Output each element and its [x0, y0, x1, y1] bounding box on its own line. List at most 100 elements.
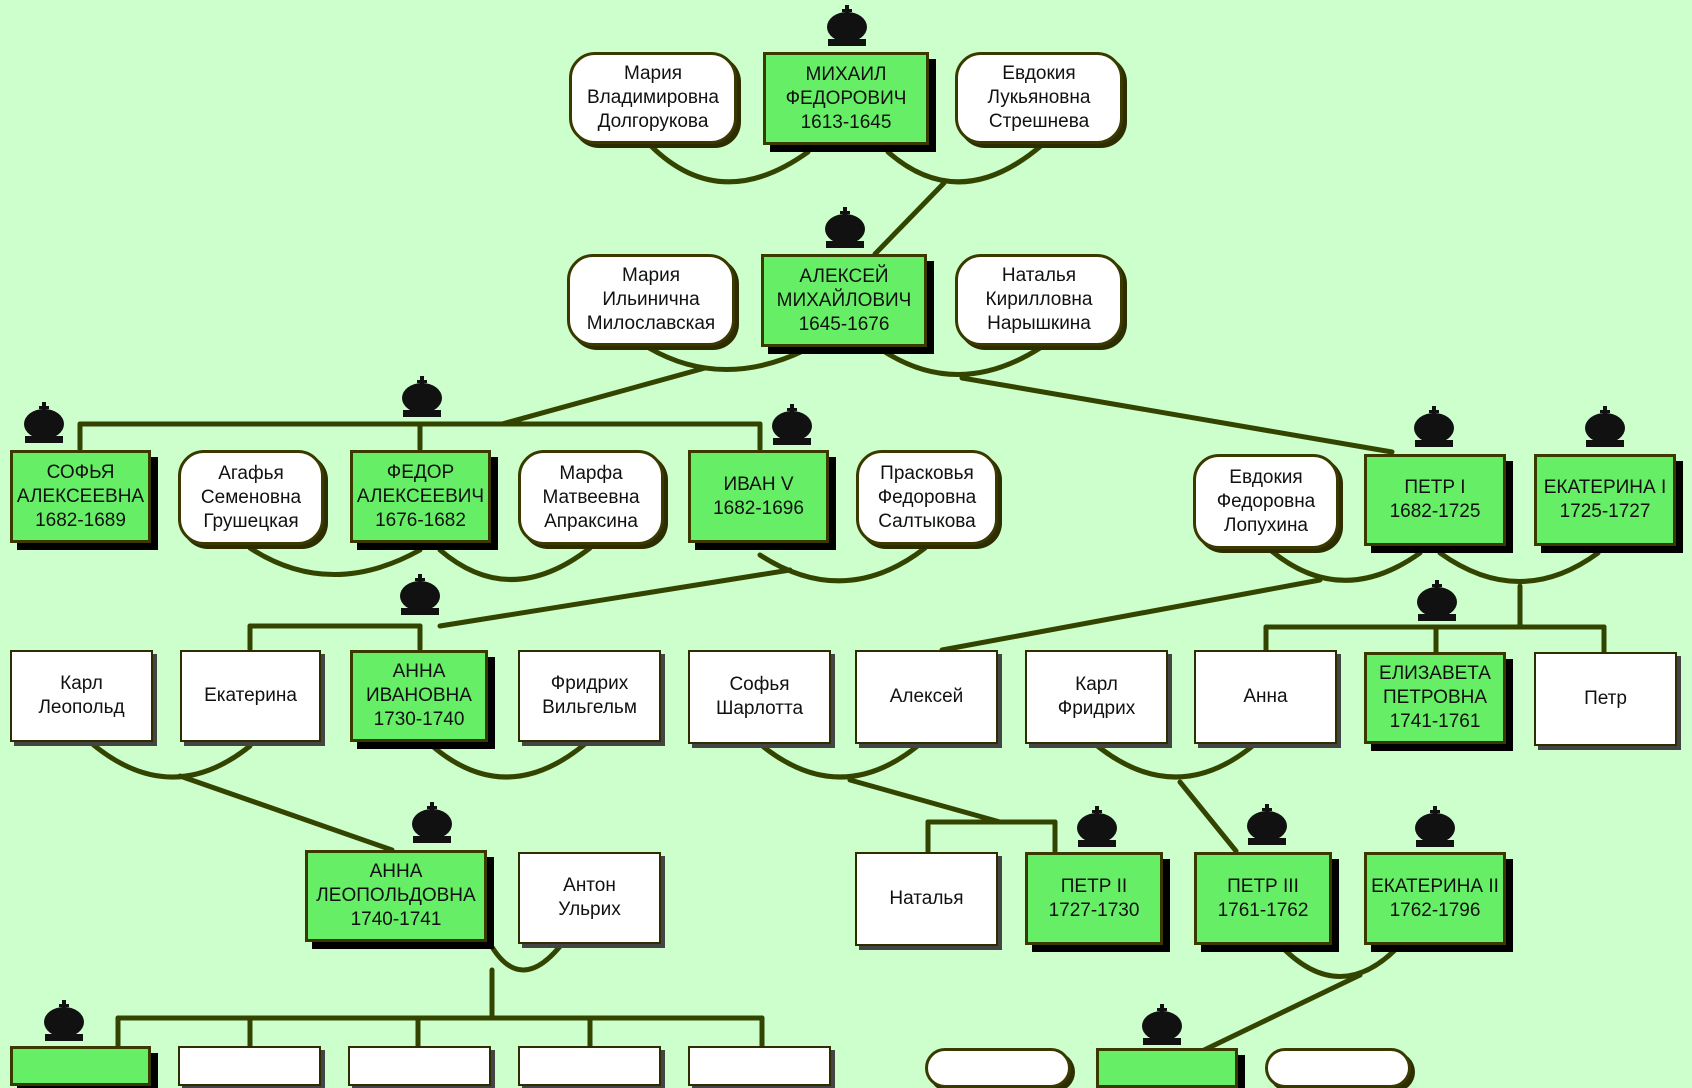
- name-line: Федоровна: [877, 486, 977, 508]
- name-line: ЕЛИЗАВЕТА: [1379, 663, 1491, 684]
- crown-icon: [44, 1000, 84, 1041]
- person-karl-leopold: Карл Леопольд: [10, 650, 153, 742]
- crown-icon: [400, 574, 440, 615]
- name-line: Марфа: [559, 462, 623, 484]
- connector-line: [757, 545, 928, 584]
- connector-line: [646, 345, 808, 372]
- name-line: ПЕТР III: [1227, 875, 1299, 897]
- name-line: Леопольд: [38, 697, 125, 718]
- connector-line: [647, 142, 811, 185]
- ruler-ekaterina-i: ЕКАТЕРИНА I 1725-1727: [1534, 454, 1676, 546]
- name-line: СОФЬЯ: [46, 461, 115, 483]
- name-line: Петр: [1584, 688, 1627, 709]
- name-line: Евдокия: [1002, 63, 1076, 84]
- name-line: ФЕДОР: [386, 461, 455, 483]
- name-line: Вильгельм: [542, 697, 637, 718]
- ruler-sofya-alekseevna: СОФЬЯ АЛЕКСЕЕВНА 1682-1689: [10, 450, 151, 543]
- crown-icon: [412, 802, 452, 843]
- reign-years: 1645-1676: [798, 313, 890, 335]
- name-line: Екатерина: [204, 685, 297, 706]
- name-line: ПЕТР I: [1404, 477, 1466, 498]
- person-sofya-sharlotta: Софья Шарлотта: [688, 650, 831, 744]
- connector-line: [1177, 779, 1239, 854]
- ruler-elizaveta-petrovna: ЕЛИЗАВЕТА ПЕТРОВНА 1741-1761: [1364, 652, 1506, 744]
- ruler-partial-box: [10, 1046, 151, 1086]
- person-partial-box: [518, 1046, 661, 1086]
- reign-years: 1725-1727: [1559, 501, 1651, 522]
- name-line: МИХАИЛ: [805, 63, 887, 85]
- name-line: Алексей: [889, 686, 964, 707]
- connector-line: [939, 577, 1323, 653]
- ruler-mikhail-fedorovich: МИХАИЛ ФЕДОРОВИЧ 1613-1645: [763, 52, 929, 145]
- reign-years: 1761-1762: [1217, 899, 1309, 921]
- connector-line: [885, 142, 1045, 185]
- crown-icon: [1415, 806, 1455, 847]
- ruler-anna-leopoldovna: АННА ЛЕОПОЛЬДОВНА 1740-1741: [305, 850, 487, 942]
- name-line: Лопухина: [1224, 514, 1308, 536]
- name-line: Ильинична: [602, 289, 700, 310]
- reign-years: 1741-1761: [1389, 711, 1481, 732]
- connector-line: [87, 739, 253, 780]
- name-line: Милославская: [586, 313, 716, 334]
- ruler-petr-iii: ПЕТР III 1761-1762: [1194, 852, 1332, 945]
- person-partial-box: [688, 1046, 831, 1086]
- person-grushetskaya: Агафья Семеновна Грушецкая: [178, 450, 324, 545]
- crown-icon: [827, 5, 867, 46]
- crown-icon: [772, 404, 812, 445]
- connector-line: [1265, 545, 1423, 583]
- person-partial-box: [1265, 1048, 1411, 1088]
- ruler-partial-box: [1096, 1048, 1238, 1088]
- name-line: Матвеевна: [542, 486, 640, 508]
- connector-line: [437, 545, 593, 582]
- ruler-fedor-alekseevich: ФЕДОР АЛЕКСЕЕВИЧ 1676-1682: [350, 450, 491, 543]
- reign-years: 1613-1645: [800, 111, 892, 133]
- person-anna: Анна: [1194, 650, 1337, 744]
- name-line: ФЕДОРОВИЧ: [785, 87, 907, 109]
- name-line: Наталья: [889, 888, 964, 909]
- name-line: Фридрих: [550, 673, 629, 694]
- name-line: Фридрих: [1057, 698, 1136, 719]
- ruler-petr-i: ПЕТР I 1682-1725: [1364, 454, 1506, 546]
- person-aleksey: Алексей: [855, 650, 998, 744]
- connector-line: [247, 545, 423, 577]
- person-streshneva: Евдокия Лукьяновна Стрешнева: [955, 52, 1123, 144]
- name-line: Стрешнева: [988, 111, 1090, 132]
- ruler-ivan-v: ИВАН V 1682-1696: [688, 450, 829, 543]
- name-line: АЛЕКСЕЙ: [799, 265, 889, 287]
- connector-line: [1092, 741, 1258, 780]
- connector-line: [959, 375, 1395, 455]
- name-line: Антон: [563, 875, 616, 896]
- name-line: ПЕТРОВНА: [1382, 687, 1488, 708]
- crown-icon: [24, 402, 64, 443]
- crowns: [24, 5, 1625, 1045]
- name-line: Семеновна: [200, 486, 302, 508]
- name-line: Мария: [621, 265, 681, 286]
- name-line: Евдокия: [1229, 466, 1303, 488]
- reign-years: 1727-1730: [1048, 899, 1140, 921]
- name-line: ЕКАТЕРИНА I: [1543, 477, 1667, 498]
- connector-line: [437, 567, 793, 629]
- name-line: Ульрих: [558, 899, 621, 920]
- name-line: АЛЕКСЕЕВНА: [16, 485, 145, 507]
- connector-line: [177, 773, 395, 853]
- name-line: Кирилловна: [985, 289, 1093, 310]
- person-natalya: Наталья: [855, 852, 998, 946]
- name-line: ЛЕОПОЛЬДОВНА: [316, 885, 476, 906]
- ruler-ekaterina-ii: ЕКАТЕРИНА II 1762-1796: [1364, 852, 1506, 945]
- person-petr: Петр: [1534, 652, 1677, 746]
- name-line: Шарлотта: [715, 698, 804, 719]
- name-line: Агафья: [218, 462, 284, 484]
- connector-line: [879, 345, 1043, 377]
- reign-years: 1762-1796: [1389, 899, 1481, 921]
- name-line: МИХАЙЛОВИЧ: [776, 289, 912, 311]
- reign-years: 1682-1696: [713, 497, 804, 519]
- person-partial-box: [925, 1048, 1071, 1088]
- ruler-aleksey-mikhailovich: АЛЕКСЕЙ МИХАЙЛОВИЧ 1645-1676: [761, 254, 927, 347]
- reign-years: 1682-1725: [1389, 501, 1481, 522]
- crown-icon: [1077, 806, 1117, 847]
- crown-icon: [1585, 406, 1625, 447]
- connector-line: [847, 777, 1003, 825]
- reign-years: 1676-1682: [375, 509, 466, 531]
- person-dolgorukova: Мария Владимировна Долгорукова: [569, 52, 737, 144]
- person-partial-box: [178, 1046, 321, 1086]
